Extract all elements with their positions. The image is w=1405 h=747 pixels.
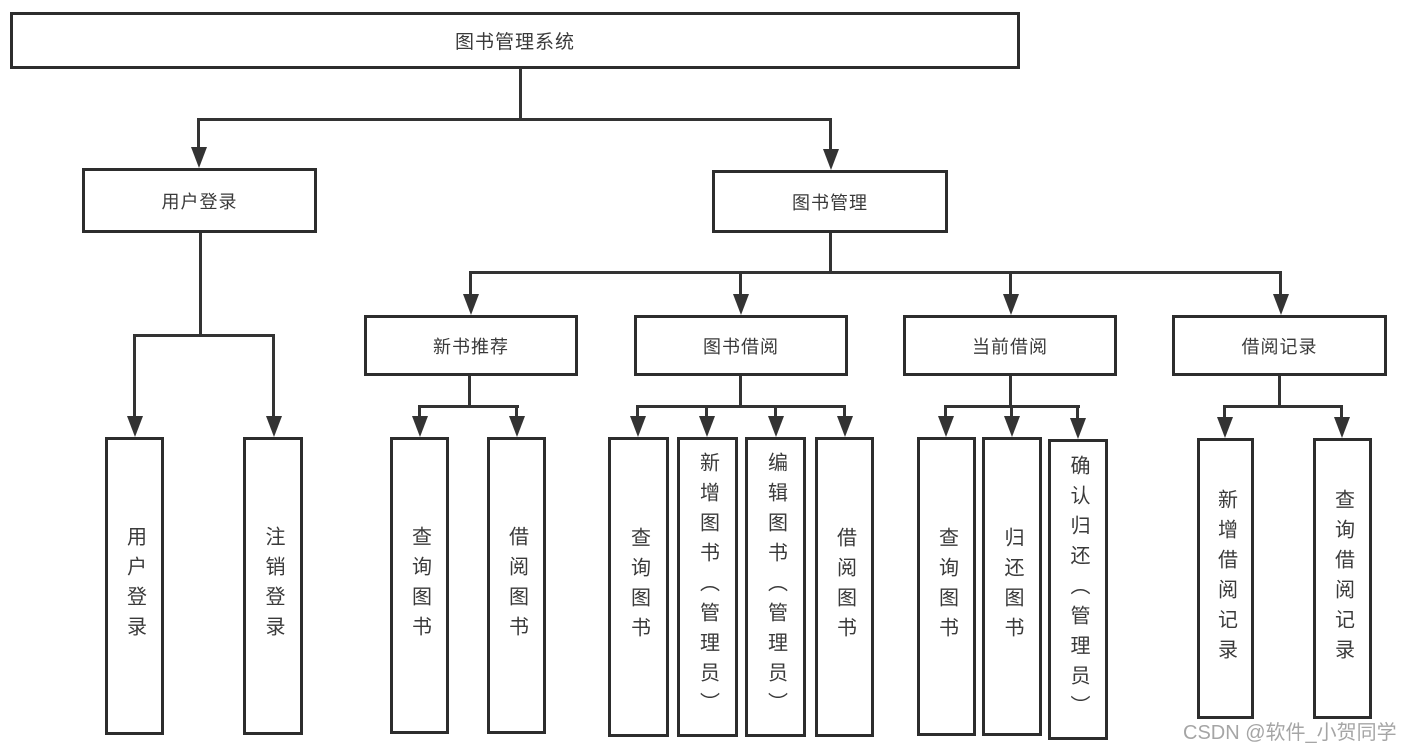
connector-currentborrow-vertical	[1009, 376, 1012, 407]
arrowhead	[1217, 417, 1233, 438]
arrowhead	[463, 294, 479, 315]
node-label: 图书管理系统	[454, 32, 575, 53]
leaf-records-query: 查询借阅记录	[1313, 438, 1372, 719]
arrowhead	[412, 416, 428, 437]
arrowhead	[630, 416, 646, 437]
connector-newbooks-vertical	[468, 376, 471, 408]
leaf-borrow-edit-admin: 编辑图书（管理员）	[745, 437, 806, 737]
node-label: 当前借阅	[972, 336, 1048, 357]
connector-stem	[636, 405, 639, 419]
arrowhead	[127, 416, 143, 437]
arrowhead	[1334, 417, 1350, 438]
connector-stem	[944, 405, 947, 419]
connector-stem	[515, 405, 518, 419]
connector-stem	[1010, 405, 1013, 419]
leaf-label: 确认归还（管理员）	[1067, 454, 1089, 725]
leaf-newbooks-query: 查询图书	[390, 437, 449, 734]
connector-stem-user-login	[197, 118, 200, 152]
node-book-management: 图书管理	[712, 170, 948, 233]
connector-userlogin-vertical	[199, 233, 202, 337]
arrowhead	[1070, 418, 1086, 439]
node-label: 图书管理	[792, 192, 868, 213]
connector-bookborrow-vertical	[739, 376, 742, 407]
connector-stem-book-mgmt	[829, 118, 832, 154]
leaf-records-add: 新增借阅记录	[1197, 438, 1254, 719]
leaf-label: 注销登录	[262, 526, 284, 646]
node-library-management-system: 图书管理系统	[10, 12, 1020, 69]
arrowhead	[699, 416, 715, 437]
arrowhead	[768, 416, 784, 437]
leaf-newbooks-borrow: 借阅图书	[487, 437, 546, 734]
leaf-borrow-query: 查询图书	[608, 437, 669, 737]
watermark: CSDN @软件_小贺同学	[1183, 722, 1397, 744]
node-label: 用户登录	[161, 191, 238, 212]
node-label: 图书借阅	[703, 336, 779, 357]
leaf-label: 用户登录	[123, 526, 146, 646]
connector-group1-horizontal	[133, 334, 275, 337]
leaf-user-login: 用户登录	[105, 437, 164, 735]
connector-stem	[272, 334, 275, 419]
leaf-current-return: 归还图书	[982, 437, 1042, 736]
leaf-label: 新增图书（管理员）	[696, 452, 719, 722]
leaf-current-confirm-admin: 确认归还（管理员）	[1048, 439, 1108, 740]
leaf-label: 查询图书	[627, 527, 650, 647]
connector-bookmgmt-vertical	[829, 233, 832, 274]
leaf-label: 归还图书	[1001, 526, 1023, 647]
arrowhead	[1004, 416, 1020, 437]
node-label: 新书推荐	[433, 336, 509, 357]
connector-group5-horizontal	[1223, 405, 1343, 408]
leaf-label: 编辑图书（管理员）	[764, 452, 787, 722]
arrowhead	[938, 416, 954, 437]
connector-stem	[418, 405, 421, 419]
node-borrow-records: 借阅记录	[1172, 315, 1387, 376]
node-user-login: 用户登录	[82, 168, 317, 233]
node-current-borrow: 当前借阅	[903, 315, 1117, 376]
arrowhead	[823, 149, 839, 170]
connector-group3-horizontal	[636, 405, 846, 408]
node-book-borrow: 图书借阅	[634, 315, 848, 376]
connector-stem-book-borrow	[739, 271, 742, 298]
connector-stem-current-borrow	[1009, 271, 1012, 298]
leaf-label: 借阅图书	[505, 525, 528, 646]
leaf-current-query: 查询图书	[917, 437, 976, 736]
leaf-borrow-borrow: 借阅图书	[815, 437, 874, 737]
arrowhead	[509, 416, 525, 437]
connector-stem	[774, 405, 777, 419]
connector-borrowrecords-vertical	[1278, 376, 1281, 407]
leaf-logout: 注销登录	[243, 437, 303, 735]
connector-stem	[843, 405, 846, 419]
arrowhead	[1003, 294, 1019, 315]
connector-stem	[1340, 405, 1343, 419]
leaf-label: 新增借阅记录	[1214, 488, 1237, 669]
arrowhead	[733, 294, 749, 315]
arrowhead	[837, 416, 853, 437]
node-label: 借阅记录	[1241, 336, 1318, 357]
connector-stem-borrow-records	[1279, 271, 1282, 298]
leaf-label: 查询图书	[935, 526, 958, 647]
connector-stem	[1076, 405, 1079, 421]
connector-root-vertical	[519, 68, 522, 121]
leaf-label: 查询图书	[408, 525, 431, 646]
connector-stem-new-books	[469, 271, 472, 298]
connector-stem	[1223, 405, 1226, 419]
arrowhead	[266, 416, 282, 437]
connector-level1-horizontal	[197, 118, 832, 121]
arrowhead	[1273, 294, 1289, 315]
leaf-label: 借阅图书	[833, 527, 856, 647]
leaf-borrow-add-admin: 新增图书（管理员）	[677, 437, 738, 737]
arrowhead	[191, 147, 207, 168]
connector-level2-horizontal	[469, 271, 1282, 274]
connector-stem	[705, 405, 708, 419]
leaf-label: 查询借阅记录	[1331, 488, 1354, 669]
connector-group2-horizontal	[418, 405, 519, 408]
connector-stem	[133, 334, 136, 419]
node-new-book-recommend: 新书推荐	[364, 315, 578, 376]
